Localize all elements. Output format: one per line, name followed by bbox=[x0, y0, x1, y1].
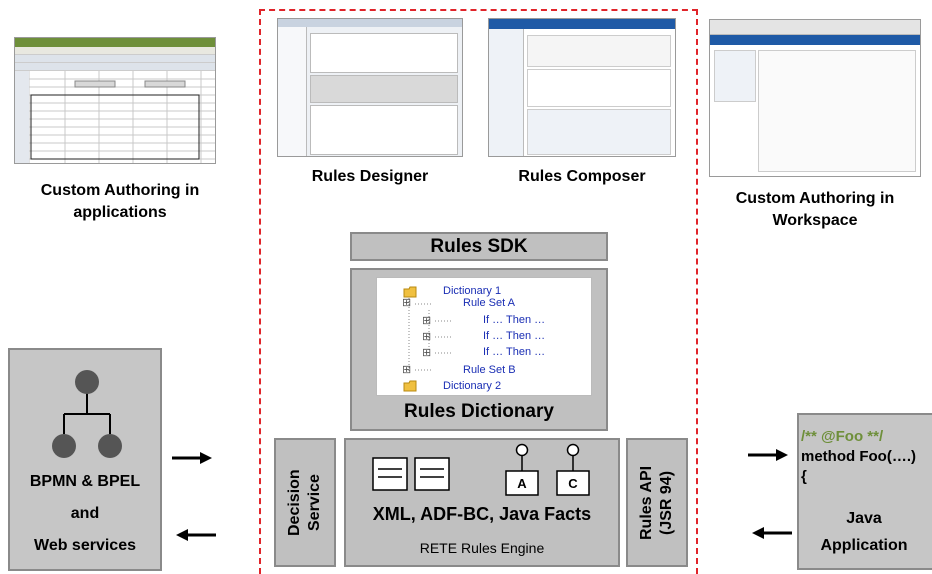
rules-platform-boundary bbox=[259, 9, 698, 574]
tree-item-rule-3[interactable]: If … Then … bbox=[483, 346, 546, 358]
rules-sdk-box: Rules SDK bbox=[350, 232, 608, 261]
caption-line-2: applications bbox=[73, 204, 167, 221]
tree-connectors bbox=[408, 298, 453, 372]
tree-expander-rule-3[interactable]: ⊞ bbox=[422, 347, 432, 359]
spreadsheet-screenshot bbox=[14, 37, 216, 164]
bpmn-bpel-box: BPMN & BPEL and Web services bbox=[8, 348, 162, 571]
folder-icon bbox=[403, 286, 417, 298]
arrow-right-icon bbox=[172, 452, 212, 464]
java-code-line-1: /** @Foo **/ bbox=[801, 428, 884, 445]
custom-authoring-workspace-caption: Custom Authoring in Workspace bbox=[709, 188, 921, 232]
rete-engine-box: A C XML, ADF-BC, Java Facts RETE Rules E… bbox=[344, 438, 620, 567]
decision-service-box: Decision Service bbox=[274, 438, 336, 567]
java-fact-c-icon bbox=[556, 443, 590, 496]
arrow-right-icon bbox=[748, 449, 788, 461]
bpmn-label-line-1: BPMN & BPEL bbox=[29, 473, 141, 490]
java-code-line-2: method Foo(….) bbox=[801, 448, 916, 465]
java-application-box: /** @Foo **/ method Foo(….) { Java Appli… bbox=[797, 413, 932, 570]
rules-api-label: Rules API (JSR 94) bbox=[638, 465, 675, 540]
rules-designer-screenshot bbox=[277, 18, 463, 157]
tree-item-rule-set-b[interactable]: Rule Set B bbox=[463, 364, 516, 376]
tree-expander-rule-set-b[interactable]: ⊞ bbox=[402, 364, 412, 376]
caption-line-2: Workspace bbox=[772, 212, 858, 229]
tree-expander-rule-set-a[interactable]: ⊞ bbox=[402, 297, 412, 309]
java-fact-c-label: C bbox=[568, 476, 578, 491]
rules-dictionary-box: Dictionary 1 ⊞ Rule Set A ⊞ If … Then … … bbox=[350, 268, 608, 431]
tree-item-rule-2[interactable]: If … Then … bbox=[483, 330, 546, 342]
folder-icon bbox=[403, 380, 417, 392]
bpmn-label-line-3: Web services bbox=[34, 537, 136, 554]
tree-expander-rule-1[interactable]: ⊞ bbox=[422, 315, 432, 327]
tree-item-rule-1[interactable]: If … Then … bbox=[483, 314, 546, 326]
java-code-line-3: { bbox=[801, 468, 807, 485]
bpmn-label-line-2: and bbox=[70, 505, 100, 522]
custom-authoring-apps-caption: Custom Authoring in applications bbox=[10, 180, 230, 224]
org-hierarchy-icon bbox=[52, 370, 122, 458]
java-app-label-line-2: Application bbox=[820, 537, 908, 554]
tree-expander-rule-2[interactable]: ⊞ bbox=[422, 331, 432, 343]
arrow-left-icon bbox=[752, 527, 792, 539]
rules-designer-caption: Rules Designer bbox=[311, 168, 429, 185]
tree-item-rule-set-a[interactable]: Rule Set A bbox=[463, 297, 515, 309]
tree-item-dictionary-1[interactable]: Dictionary 1 bbox=[443, 285, 502, 297]
java-fact-a-icon bbox=[505, 443, 539, 496]
arrow-left-icon bbox=[176, 529, 216, 541]
workspace-screenshot bbox=[709, 19, 921, 177]
adf-document-icon bbox=[414, 457, 450, 491]
rules-dictionary-label: Rules Dictionary bbox=[404, 401, 554, 422]
tree-item-dictionary-2[interactable]: Dictionary 2 bbox=[443, 380, 502, 392]
java-app-label-line-1: Java bbox=[846, 510, 882, 527]
rules-sdk-label: Rules SDK bbox=[430, 236, 528, 257]
java-fact-a-label: A bbox=[517, 476, 527, 491]
rete-engine-label: RETE Rules Engine bbox=[419, 540, 545, 556]
rules-composer-screenshot bbox=[488, 18, 676, 157]
caption-line-1: Custom Authoring in bbox=[735, 190, 895, 207]
rules-api-box: Rules API (JSR 94) bbox=[626, 438, 688, 567]
xml-document-icon bbox=[372, 457, 408, 491]
facts-label: XML, ADF-BC, Java Facts bbox=[372, 504, 592, 524]
rules-composer-caption: Rules Composer bbox=[518, 168, 646, 185]
dictionary-tree-panel: Dictionary 1 ⊞ Rule Set A ⊞ If … Then … … bbox=[376, 277, 592, 396]
decision-service-label: Decision Service bbox=[286, 469, 323, 536]
caption-line-1: Custom Authoring in bbox=[40, 182, 200, 199]
